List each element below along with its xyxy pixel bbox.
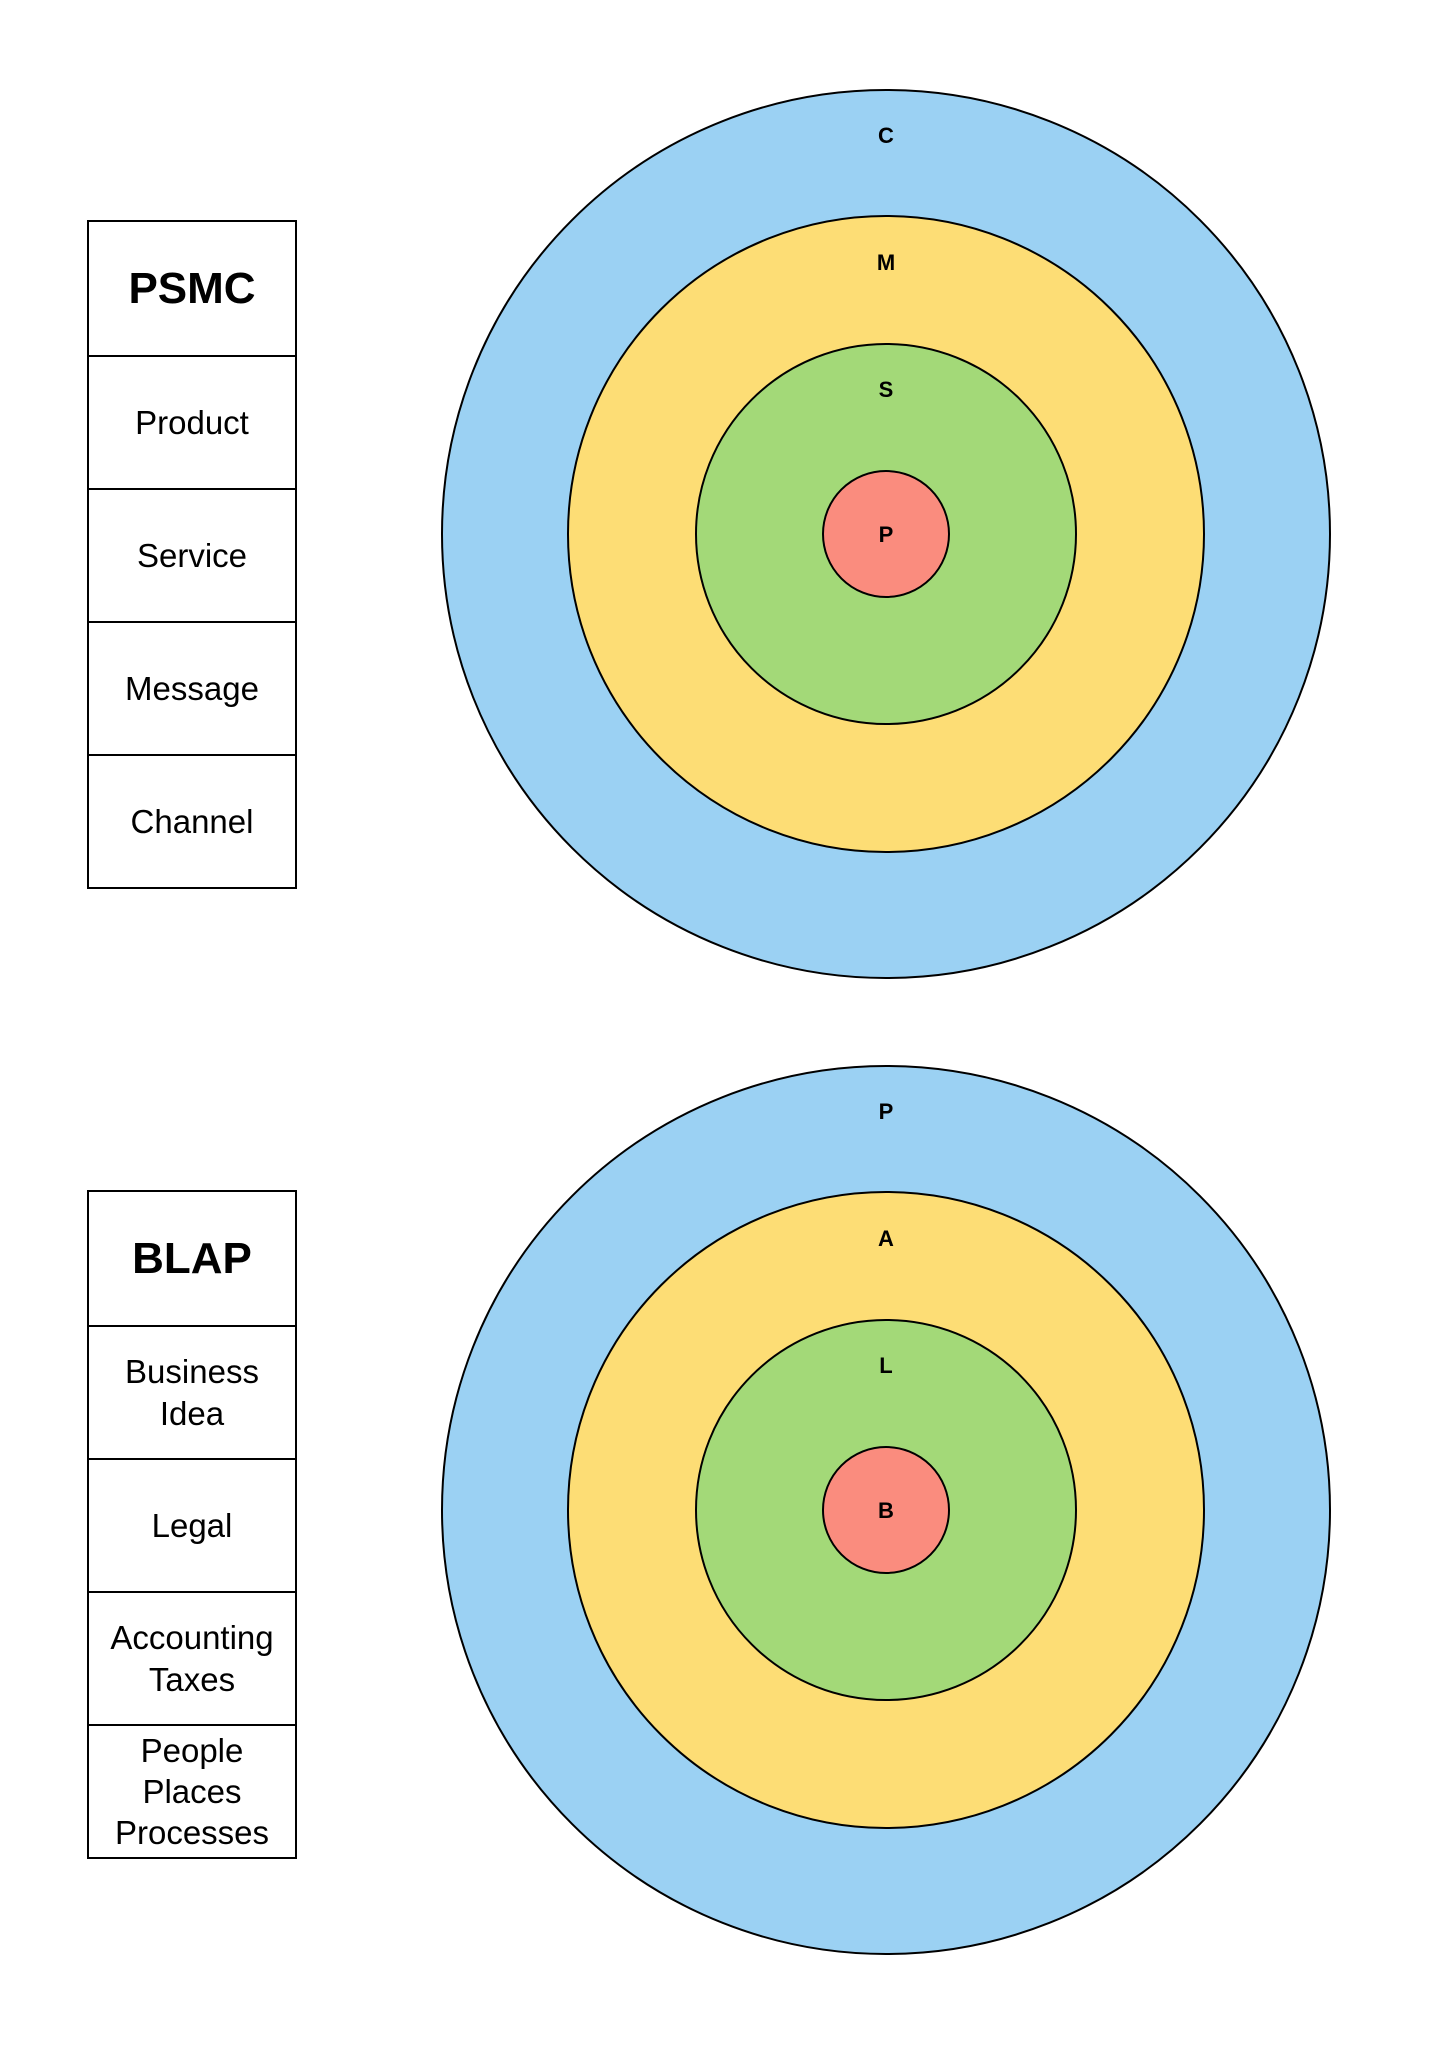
psmc-legend-item-service: Service [89, 488, 295, 621]
psmc-ring-core-label: P [879, 522, 894, 547]
blap-ring-outer-label: P [879, 1099, 894, 1124]
psmc-legend-item-product: Product [89, 355, 295, 488]
psmc-legend-item-channel: Channel [89, 754, 295, 887]
blap-ring-second-label: L [879, 1353, 892, 1378]
blap-ring-core-label: B [878, 1498, 894, 1523]
blap-concentric-diagram: P A L B [441, 1065, 1331, 1955]
blap-legend-item-legal: Legal [89, 1458, 295, 1591]
blap-ring-third-label: A [878, 1226, 894, 1251]
blap-ring-core [822, 1446, 950, 1574]
psmc-legend-item-message: Message [89, 621, 295, 754]
blap-legend-title: BLAP [132, 1234, 252, 1283]
psmc-legend-title: PSMC [128, 264, 256, 313]
blap-legend-item-business-idea: Business Idea [89, 1325, 295, 1458]
blap-legend-table: BLAP Business Idea Legal Accounting Taxe… [87, 1190, 297, 1859]
blap-legend-item-accounting-taxes: Accounting Taxes [89, 1591, 295, 1724]
psmc-concentric-diagram: C M S P [441, 89, 1331, 979]
psmc-ring-core [822, 470, 950, 598]
psmc-ring-third-label: M [877, 250, 895, 275]
psmc-ring-outer-label: C [878, 123, 894, 148]
blap-legend-item-people-places-processes: People Places Processes [89, 1724, 295, 1857]
psmc-legend-table: PSMC Product Service Message Channel [87, 220, 297, 889]
psmc-ring-second-label: S [879, 377, 894, 402]
